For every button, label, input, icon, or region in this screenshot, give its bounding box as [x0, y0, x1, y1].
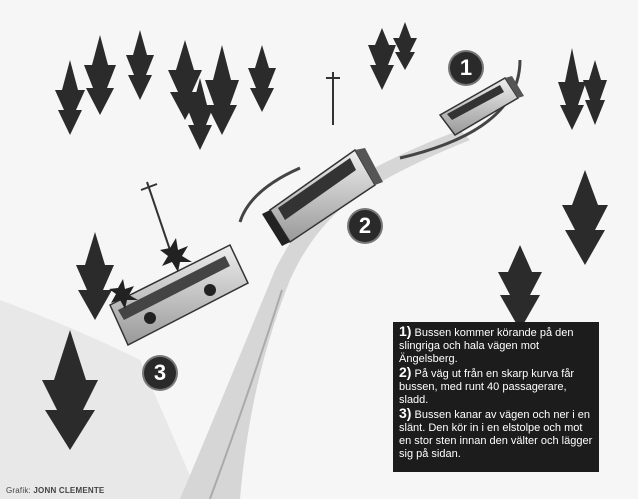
tree	[168, 40, 202, 120]
tree	[84, 35, 116, 115]
tree	[583, 60, 607, 125]
bus-stage-1	[438, 76, 524, 136]
bus-stage-2	[262, 148, 383, 246]
tree	[42, 330, 98, 450]
tree	[126, 30, 154, 100]
credit-prefix: Grafik:	[6, 486, 31, 495]
tree	[248, 45, 276, 112]
step-marker-3: 3	[144, 357, 176, 389]
bus-stage-3	[109, 243, 249, 347]
tree	[55, 60, 85, 135]
road-ditch	[209, 289, 283, 499]
direction-arrow	[399, 59, 522, 160]
tree	[186, 78, 214, 150]
tree	[558, 48, 586, 130]
caption-item-number: 3)	[399, 405, 412, 421]
road	[180, 130, 470, 499]
graphic-credit: Grafik: JONN CLEMENTE	[6, 486, 104, 495]
tree	[562, 170, 608, 265]
snow-slope	[0, 300, 200, 499]
caption-item-number: 2)	[399, 364, 412, 380]
caption-item-text: Bussen kommer körande på den slingriga o…	[399, 327, 574, 365]
tree	[205, 45, 239, 135]
caption-item-text: Bussen kanar av vägen och ner i en slänt…	[399, 409, 593, 460]
caption-item-2: 2) På väg ut från en skarp kurva får bus…	[399, 364, 593, 407]
caption-item-1: 1) Bussen kommer körande på den slingrig…	[399, 323, 593, 366]
step-marker-2: 2	[349, 210, 381, 242]
caption-item-3: 3) Bussen kanar av vägen och ner i en sl…	[399, 405, 593, 461]
credit-name: JONN CLEMENTE	[33, 486, 105, 495]
tree-group	[42, 22, 608, 450]
tree	[498, 245, 542, 330]
tree	[393, 22, 417, 70]
impact-burst	[109, 238, 192, 309]
tree	[368, 28, 396, 90]
caption-item-text: På väg ut från en skarp kurva får bussen…	[399, 368, 575, 406]
caption-item-number: 1)	[399, 323, 412, 339]
power-pole	[140, 181, 171, 251]
direction-arrow	[238, 166, 301, 223]
step-marker-1: 1	[450, 52, 482, 84]
caption-box: 1) Bussen kommer körande på den slingrig…	[393, 322, 599, 472]
power-pole	[326, 72, 340, 125]
tree	[76, 232, 114, 320]
